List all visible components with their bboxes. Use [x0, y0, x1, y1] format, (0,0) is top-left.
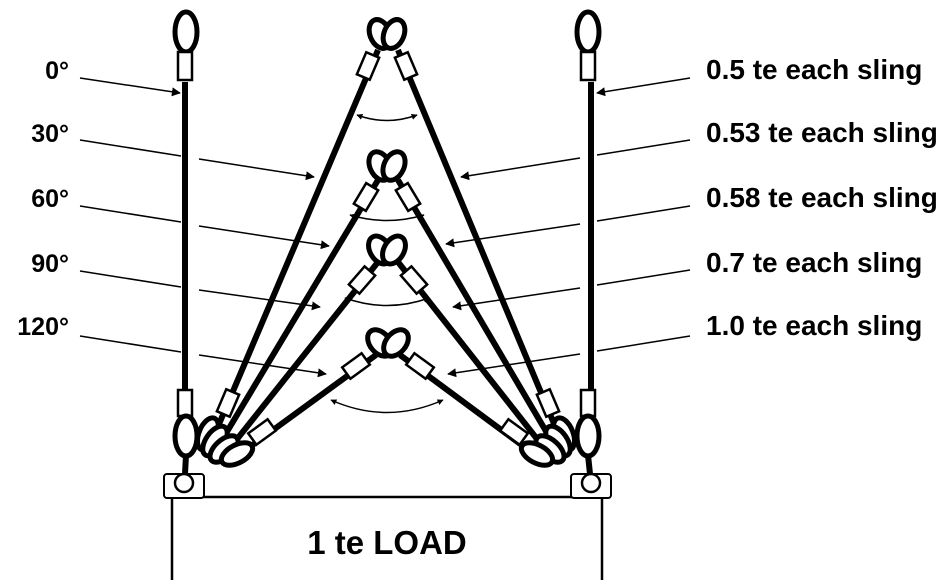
sling-60-degrees [200, 149, 573, 459]
load-labels: 0.5 te each sling 0.53 te each sling 0.5… [706, 54, 938, 341]
load-label-120: 1.0 te each sling [706, 310, 922, 341]
angle-label-60: 60° [31, 185, 69, 213]
leader-load-0 [596, 77, 691, 97]
load-label-30: 0.53 te each sling [706, 117, 938, 148]
leader-120 [79, 335, 182, 353]
angle-arc-30 [356, 114, 418, 122]
angle-label-30: 30° [31, 120, 69, 148]
load-title: 1 te LOAD [307, 524, 467, 561]
leader-load-60 [596, 205, 691, 222]
sling-0-degrees [172, 9, 602, 475]
angle-label-120: 120° [17, 313, 69, 341]
leader-60 [79, 205, 182, 223]
load-label-0: 0.5 te each sling [706, 54, 922, 85]
leader-90 [79, 270, 182, 288]
load-leaders [445, 77, 691, 378]
angle-arc-120 [330, 399, 444, 414]
load-label-90: 0.7 te each sling [706, 247, 922, 278]
leader-load-90 [596, 269, 691, 286]
angle-label-90: 90° [31, 250, 69, 278]
angle-label-0: 0° [45, 57, 69, 85]
angle-arcs [330, 114, 444, 414]
leader-load-120 [596, 335, 691, 352]
angle-arc-90 [344, 296, 430, 307]
load-block: 1 te LOAD [163, 472, 612, 580]
angle-arc-60 [349, 213, 425, 222]
leader-load-30 [596, 139, 691, 156]
sling-120-degrees [218, 327, 556, 468]
load-label-60: 0.58 te each sling [706, 182, 938, 213]
angle-labels: 0° 30° 60° 90° 120° [17, 57, 69, 341]
leader-30 [79, 139, 182, 157]
leader-0 [79, 77, 181, 97]
angle-leaders [79, 77, 330, 378]
